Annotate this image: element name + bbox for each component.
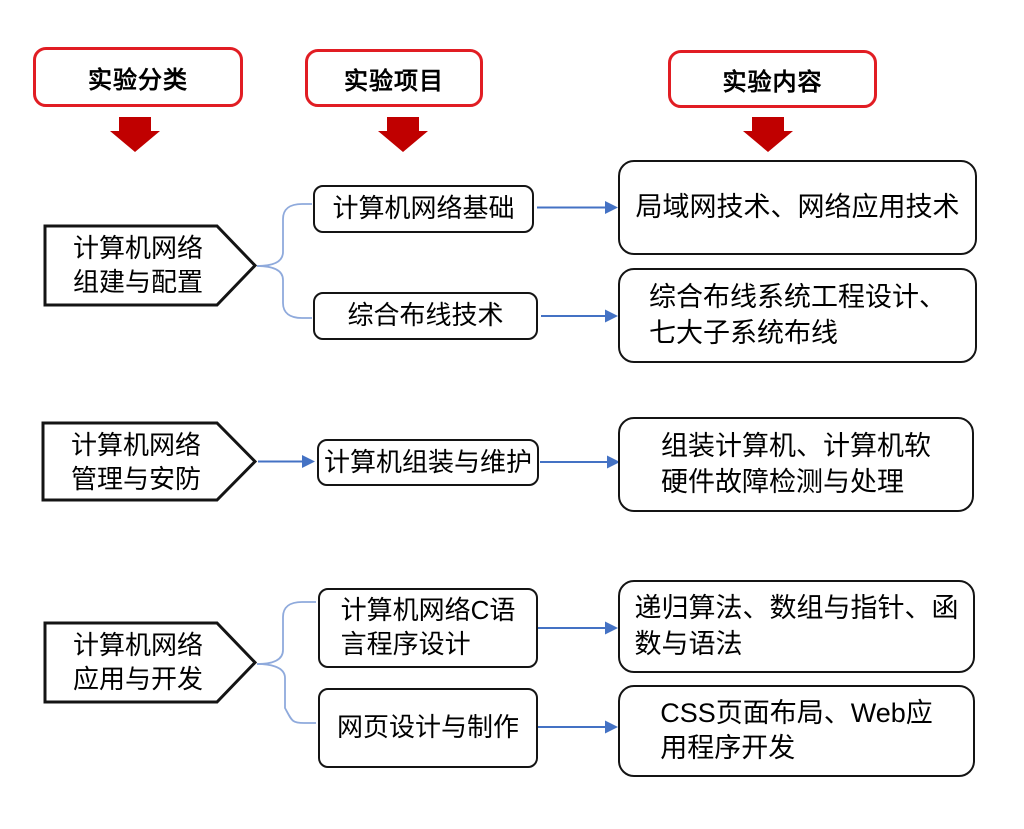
- content-box-cabling-system: 综合布线系统工程设计、 七大子系统布线: [618, 268, 977, 363]
- red-down-arrow-3: [743, 117, 793, 152]
- project-line: 言程序设计: [340, 629, 471, 659]
- content-line: 硬件故障检测与处理: [661, 466, 904, 497]
- header-label: 实验项目: [344, 67, 444, 95]
- content-line: CSS页面布局、Web应: [660, 697, 933, 728]
- project-box-c-programming: 计算机网络C语 言程序设计: [318, 588, 538, 668]
- content-label: 局域网技术、网络应用技术: [635, 191, 960, 222]
- project-label: 计算机组装与维护: [323, 446, 532, 477]
- category-line: 组建与配置: [72, 267, 203, 298]
- header-label: 实验分类: [88, 66, 188, 94]
- brace-row1-lower: [256, 265, 312, 319]
- project-box-web-design: 网页设计与制作: [318, 688, 538, 768]
- header-label: 实验内容: [722, 68, 823, 96]
- category-label-1: 计算机网络 组建与配置: [50, 231, 226, 300]
- content-line: 组装计算机、计算机软: [661, 431, 931, 462]
- content-box-css-web-development: CSS页面布局、Web应 用程序开发: [618, 685, 975, 777]
- category-pentagon-3: [43, 621, 258, 704]
- category-line: 管理与安防: [70, 464, 201, 495]
- content-box-lan-technology: 局域网技术、网络应用技术: [618, 160, 977, 255]
- brace-row1-upper: [256, 203, 312, 267]
- brace-row3-upper: [256, 601, 316, 665]
- content-line: 用程序开发: [660, 733, 796, 763]
- project-box-assembly-maintenance: 计算机组装与维护: [317, 439, 539, 486]
- category-line: 计算机网络: [72, 630, 203, 660]
- red-down-arrow-1: [110, 117, 160, 152]
- category-pentagon-1: [43, 224, 258, 307]
- content-line: 数与语法: [634, 628, 743, 659]
- content-box-assembly-troubleshooting: 组装计算机、计算机软 硬件故障检测与处理: [618, 417, 974, 512]
- category-line: 计算机网络: [70, 430, 201, 460]
- header-experiment-category: 实验分类: [33, 47, 243, 107]
- category-label-2: 计算机网络 管理与安防: [48, 428, 224, 497]
- content-line: 递归算法、数组与指针、函: [634, 593, 959, 624]
- header-experiment-content: 实验内容: [668, 50, 877, 108]
- arrow-project4-to-content4: [537, 621, 618, 635]
- arrow-project1-to-content1: [537, 201, 618, 214]
- brace-row3-lower: [256, 663, 316, 724]
- arrow-project3-to-content3: [540, 455, 620, 469]
- category-line: 应用与开发: [72, 664, 203, 695]
- content-box-algorithms: 递归算法、数组与指针、函 数与语法: [618, 580, 975, 673]
- project-label: 综合布线技术: [347, 300, 504, 331]
- arrow-category2-to-project3: [258, 455, 315, 468]
- arrow-project2-to-content2: [541, 309, 618, 323]
- project-line: 计算机网络C语: [340, 595, 516, 626]
- arrow-project5-to-content5: [537, 720, 618, 734]
- category-line: 计算机网络: [72, 233, 203, 263]
- category-label-3: 计算机网络 应用与开发: [50, 628, 226, 697]
- project-box-network-basics: 计算机网络基础: [313, 185, 534, 233]
- category-pentagon-2: [41, 421, 258, 502]
- project-box-cabling-technology: 综合布线技术: [313, 292, 538, 340]
- content-line: 综合布线系统工程设计、: [649, 282, 946, 313]
- project-label: 网页设计与制作: [336, 712, 519, 743]
- red-down-arrow-2: [378, 117, 428, 152]
- project-label: 计算机网络基础: [332, 193, 515, 224]
- content-line: 七大子系统布线: [649, 317, 838, 348]
- header-experiment-project: 实验项目: [305, 49, 483, 107]
